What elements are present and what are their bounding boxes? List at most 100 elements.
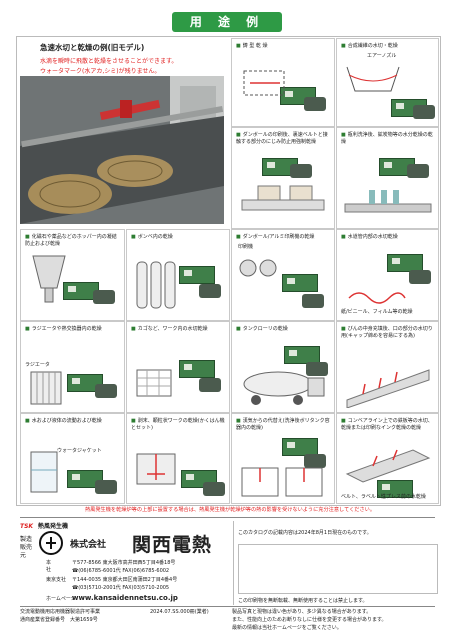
tank-truck-icon: [243, 371, 325, 405]
basket-icon: [136, 369, 172, 397]
blower-icon: [304, 97, 326, 111]
page-title: 用 途 例: [172, 12, 282, 32]
company-prefix: 株式会社: [70, 540, 107, 550]
radiator-label: ラジエータ: [25, 362, 50, 368]
hot-air-generator-icon: [377, 480, 413, 498]
usage-cell-16: ■コンベアライン上での鉄板等の水切、乾燥または印刷なインク乾燥の乾燥 ベルト、ラ…: [336, 413, 439, 504]
tokyo-label: 東京支社: [46, 577, 67, 583]
usage-cell-3: ■ダンボールの印刷後、裏速ベルトと接触する部分のにじみ防止用強制乾燥: [231, 127, 335, 229]
brand-line: TSK 熱風発生機: [20, 521, 68, 530]
web-label: ホームページ: [46, 596, 76, 602]
blower-icon: [306, 362, 328, 376]
hot-air-generator-icon: [262, 158, 298, 176]
bottle-line-icon: [344, 190, 432, 213]
hot-air-generator-icon: [179, 360, 215, 378]
conveyor-label: ベルト、ラベルト性プレス前の水乾燥: [341, 494, 426, 500]
usage-caption: ダンボール/アルミ印刷機の乾燥: [242, 234, 315, 240]
catalog-note: このカタログの記載内容は2024年8月1日現在のものです。: [238, 530, 372, 536]
usage-caption: 瓶利洗浄後、鉱炭物等の水分乾燥の乾燥: [341, 132, 433, 145]
print-rollers-icon: [239, 259, 277, 277]
radiator-icon: [30, 371, 62, 405]
hot-air-generator-icon: [67, 470, 103, 488]
license-line-1: 交流電動機用応用機器製造許可事業: [20, 609, 101, 615]
usage-cell-6: ■ボンベ内の乾燥: [126, 229, 230, 321]
bottom-divider: [20, 606, 435, 607]
usage-cell-4: ■瓶利洗浄後、鉱炭物等の水分乾燥の乾燥: [336, 127, 439, 229]
usage-caption: コンベアライン上での鉄板等の水切、乾燥または印刷なインク乾燥の乾燥: [341, 418, 433, 431]
usage-cell-2: ■合成繊維の水切・乾燥 エアーノズル: [336, 38, 439, 127]
fiber-bath-icon: [346, 66, 400, 92]
print-machine-label: 印刷機: [238, 244, 254, 250]
blower-icon: [304, 454, 326, 468]
usage-cell-8: ■水道管内部の水切乾燥 紙/ビニール、フィルム等の乾燥: [336, 229, 439, 321]
usage-caption: ラジエータや熱交換器内の乾燥: [31, 326, 102, 332]
role-label: 製造販売元: [20, 536, 33, 559]
tsk-logo: TSK: [20, 523, 34, 530]
usage-caption: 水道管内部の水切乾燥: [347, 234, 398, 240]
conveyor-photo-illustration: [20, 76, 224, 224]
tokyo-tel: ☎(03)5710-2001代 FAX(03)5710-2005: [72, 585, 170, 591]
usage-caption: びんの中身充填後、口の部分の水切り用(キャップ締めを容易にする為): [341, 326, 433, 339]
liquid-tank-icon: [30, 451, 58, 493]
license-line-2: 通商産業省登録番号 大第1659号: [20, 617, 98, 623]
usage-cell-5: ■化磁石や薬品などのホッパー内の凝結防止および乾燥: [20, 229, 125, 321]
website-link[interactable]: www.kansaidennetsu.co.jp: [72, 594, 178, 602]
disclaimer-line-2: また、性能向上のためお断りなしに仕様を変更する場合があります。: [232, 617, 387, 623]
blower-icon: [302, 294, 324, 308]
hot-air-generator-icon: [282, 274, 318, 292]
water-jacket-label: ウォータジャケット: [57, 448, 102, 454]
blower-icon: [409, 270, 431, 284]
usage-caption: 化磁石や薬品などのホッパー内の凝結防止および乾燥: [25, 234, 117, 247]
usage-cell-1: ■鋳 型 乾 燥: [231, 38, 335, 127]
container-icon: [241, 467, 323, 497]
dealer-stamp-box: [238, 544, 438, 594]
usage-caption: 合成繊維の水切・乾燥: [347, 43, 398, 49]
warning-text: 熱風発生機を乾燥炉等の上部に設置する場合は、熱風発生機が乾燥炉等の熱の影響を受け…: [84, 507, 376, 513]
feature-photo: [20, 76, 224, 224]
usage-cell-11: ■タンクローリの乾燥: [231, 321, 335, 413]
hot-air-generator-icon: [179, 266, 215, 284]
usage-cell-15: ■漢気からの代替え(洗浄後ボリタンク容器内の乾燥): [231, 413, 335, 504]
blower-icon: [199, 378, 221, 392]
hot-air-generator-icon: [284, 346, 320, 364]
blower-icon: [290, 164, 312, 178]
usage-caption: 剥末、顆粒状ワークの乾燥(かくはん機とセット): [131, 418, 225, 431]
sheet-label: 紙/ビニール、フィルム等の乾燥: [341, 309, 413, 315]
usage-caption: カゴなど、ワーク内の水切乾燥: [137, 326, 208, 332]
usage-caption: タンクローリの乾燥: [242, 326, 288, 332]
usage-caption: 水および液体の流動および乾燥: [31, 418, 102, 424]
usage-cell-12: ■びんの中身充填後、口の部分の水切り用(キャップ締めを容易にする為): [336, 321, 439, 413]
product-line: 熱風発生機: [38, 523, 69, 530]
print-code: 2024.07.SS.000冊(業者): [150, 609, 209, 615]
footer-divider: [20, 517, 435, 518]
usage-cell-14: ■剥末、顆粒状ワークの乾燥(かくはん機とセット): [126, 413, 230, 504]
bottle-capping-line-icon: [346, 369, 430, 408]
steel-plate-conveyor-icon: [345, 449, 431, 483]
blower-icon: [413, 105, 435, 119]
blower-icon: [95, 384, 117, 398]
feature-text-line1: 水滴を瞬時に飛散と乾燥をさせることができます。: [40, 58, 178, 65]
blower-icon: [95, 480, 117, 494]
mold-icon: [243, 70, 285, 96]
blower-icon: [93, 290, 115, 304]
company-emblem-icon: [39, 531, 63, 555]
hopper-icon: [32, 255, 66, 303]
hot-air-generator-icon: [387, 254, 423, 272]
cylinder-icon: [136, 261, 176, 309]
feature-heading: 急速水切と乾燥の例(旧モデル): [40, 43, 145, 52]
pipe-loop-icon: [348, 292, 406, 304]
vertical-divider: [233, 521, 235, 605]
hq-address: 〒577-8566 東大阪市高井田西5丁目4番18号: [72, 560, 176, 566]
blower-icon: [199, 284, 221, 298]
feature-text-line2: ウォータマーク(水アカ,シミ)が残りません。: [40, 68, 161, 75]
usage-caption: ダンボールの印刷後、裏速ベルトと接触する部分のにじみ防止用強制乾燥: [236, 132, 328, 145]
mixer-icon: [136, 453, 176, 485]
usage-caption: 漢気からの代替え(洗浄後ボリタンク容器内の乾燥): [236, 418, 330, 431]
usage-cell-10: ■カゴなど、ワーク内の水切乾燥: [126, 321, 230, 413]
dealer-note: この印刷物を無断転載、無断使用することは禁止します。: [238, 598, 368, 604]
usage-cell-9: ■ラジエータや熱交換器内の乾燥 ラジエータ: [20, 321, 125, 413]
cardboard-conveyor-icon: [241, 185, 325, 211]
hot-air-generator-icon: [282, 438, 318, 456]
hq-label: 本 社: [46, 560, 57, 573]
usage-cell-7: ■ダンボール/アルミ印刷機の乾燥 印刷機: [231, 229, 335, 321]
